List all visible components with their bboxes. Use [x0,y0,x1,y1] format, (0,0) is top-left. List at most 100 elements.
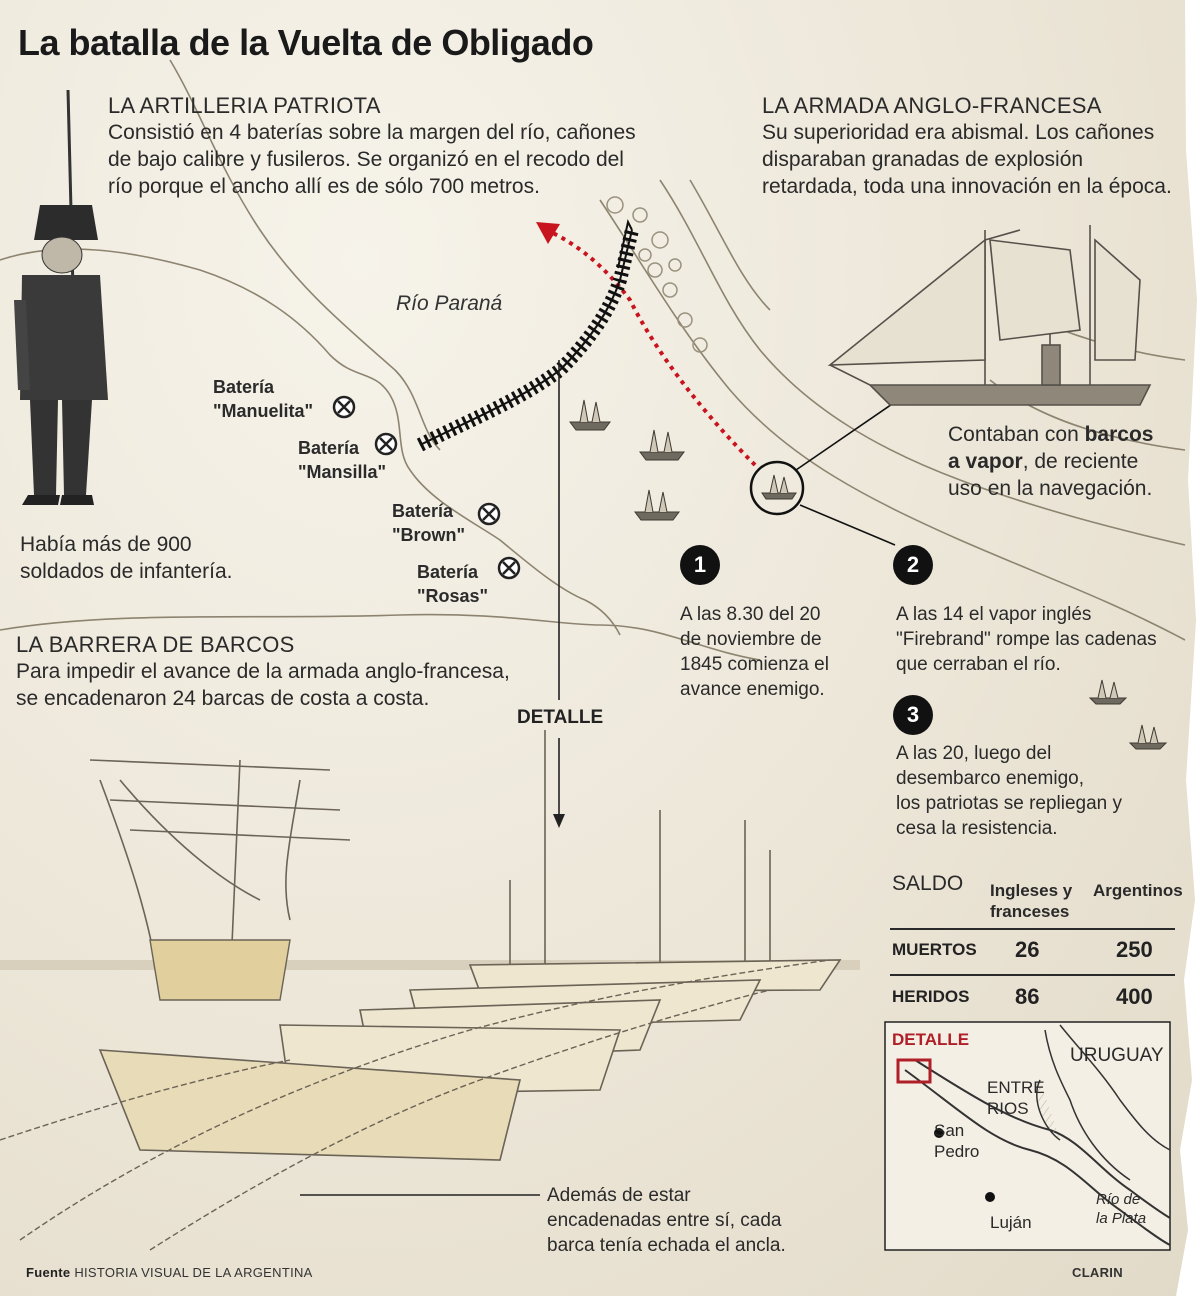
barrera-heading: LA BARRERA DE BARCOS [16,632,295,657]
bateria-name: Batería [417,562,479,582]
artilleria-block: LA ARTILLERIA PATRIOTA Consistió en 4 ba… [108,93,636,200]
ancla-note: Además de estar encadenadas entre sí, ca… [547,1183,786,1258]
step-badge-2: 2 [893,545,933,585]
step-1-text: A las 8.30 del 20 de noviembre de 1845 c… [680,602,829,702]
inset-detalle-label: DETALLE [892,1030,970,1049]
bateria-quoted: "Brown" [392,525,466,545]
steamship-illustration [827,225,1152,406]
bateria-mansilla: Batería "Mansilla" [298,436,386,484]
heridos-ingleses: 86 [1015,984,1040,1009]
page-title: La batalla de la Vuelta de Obligado [18,22,594,63]
step-line: "Firebrand" rompe las cadenas [896,629,1157,650]
saldo-col-argentinos: Argentinos [1093,881,1183,900]
artilleria-line: río porque el ancho allí es de sólo 700 … [108,175,540,198]
armada-line: retardada, toda una innovación en la épo… [762,175,1172,198]
saldo-divider [890,974,1175,976]
inset-uruguay-label: URUGUAY [1070,1045,1164,1066]
muertos-ingleses: 26 [1015,937,1040,962]
vapor-text: , de reciente [1022,450,1139,473]
bateria-brown: Batería "Brown" [392,499,465,547]
bateria-name: Batería [298,438,360,458]
inset-line: Río de [1096,1191,1141,1208]
step-3-text: A las 20, luego del desembarco enemigo, … [896,741,1122,841]
step-line: que cerraban el río. [896,654,1061,675]
barrera-block: LA BARRERA DE BARCOS Para impedir el ava… [16,632,510,712]
inset-line: RIOS [987,1099,1029,1118]
bateria-quoted: "Manuelita" [213,401,314,421]
vapor-text: Contaban con [948,423,1085,446]
soldados-line: soldados de infantería. [20,560,233,583]
heridos-argentinos: 400 [1116,984,1153,1009]
highlight-circle [749,460,805,516]
source-text: HISTORIA VISUAL DE LA ARGENTINA [70,1265,313,1280]
ancla-line: Además de estar [547,1185,691,1206]
inset-rio-plata-label: Río de la Plata [1096,1190,1146,1228]
bateria-name: Batería [213,377,275,397]
barrera-line: se encadenaron 24 barcas de costa a cost… [16,687,430,710]
saldo-divider [890,928,1175,930]
artilleria-line: de bajo calibre y fusileros. Se organizó… [108,148,624,171]
step-line: cesa la resistencia. [896,818,1058,839]
step-line: avance enemigo. [680,679,825,700]
step-badge-3: 3 [893,695,933,735]
saldo-title: SALDO [892,872,964,895]
row-label-muertos: MUERTOS [892,940,977,959]
inset-lujan-label: Luján [990,1213,1032,1232]
bateria-quoted: "Rosas" [417,586,489,606]
armada-line: disparaban granadas de explosión [762,148,1084,171]
armada-line: Su superioridad era abismal. Los cañones [762,121,1155,144]
publisher-credit: CLARIN [1072,1265,1123,1280]
vapor-bold: a vapor [948,450,1023,473]
soldados-note: Había más de 900 soldados de infantería. [20,531,232,585]
detalle-label: DETALLE [517,707,604,728]
step-line: desembarco enemigo, [896,768,1084,789]
source-credit: Fuente HISTORIA VISUAL DE LA ARGENTINA [26,1265,313,1280]
explosion-puffs [606,196,708,353]
armada-block: LA ARMADA ANGLO-FRANCESA Su superioridad… [762,93,1172,200]
step-badge-1: 1 [680,545,720,585]
vapor-note: Contaban con barcos a vapor, de reciente… [948,421,1153,502]
vapor-bold: barcos [1084,423,1154,446]
battery-markers [332,395,521,580]
step-line: A las 20, luego del [896,743,1052,764]
step-line: A las 8.30 del 20 [680,604,821,625]
ancla-line: barca tenía echada el ancla. [547,1235,786,1256]
boat-chain-barrier [416,219,639,452]
step-line: A las 14 el vapor inglés [896,604,1092,625]
bateria-manuelita: Batería "Manuelita" [213,375,313,423]
soldados-line: Había más de 900 [20,533,192,556]
saldo-heading: SALDO [892,872,963,896]
saldo-col-ingleses: Ingleses y franceses [990,880,1072,922]
left-bank [0,59,761,661]
soldier-illustration [14,89,108,505]
vapor-text: uso en la navegación. [948,477,1153,500]
inset-map [884,1021,1171,1251]
enemy-route [541,226,757,467]
artilleria-line: Consistió en 4 baterías sobre la margen … [108,121,636,144]
col-header-line: franceses [990,902,1070,921]
bateria-quoted: "Mansilla" [298,462,387,482]
inset-line: San [934,1121,965,1140]
step-line: de noviembre de [680,629,822,650]
bateria-name: Batería [392,501,454,521]
ancla-line: encadenadas entre sí, cada [547,1210,782,1231]
inset-line: Pedro [934,1142,980,1161]
step-line: los patriotas se repliegan y [896,793,1123,814]
step-line: 1845 comienza el [680,654,829,675]
inset-entre-rios-label: ENTRE RIOS [987,1077,1045,1119]
bateria-rosas: Batería "Rosas" [417,560,488,608]
muertos-argentinos: 250 [1116,937,1153,962]
barrera-line: Para impedir el avance de la armada angl… [16,660,510,683]
col-header-line: Ingleses y [990,881,1073,900]
river-label: Río Paraná [396,292,503,315]
inset-line: ENTRE [987,1078,1045,1097]
enemy-ships [569,399,1168,750]
armada-heading: LA ARMADA ANGLO-FRANCESA [762,93,1102,118]
artilleria-heading: LA ARTILLERIA PATRIOTA [108,93,381,118]
inset-san-pedro-label: San Pedro [934,1120,979,1162]
inset-line: la Plata [1096,1210,1147,1227]
boats-sketch [0,730,860,1251]
source-label: Fuente [26,1265,71,1280]
